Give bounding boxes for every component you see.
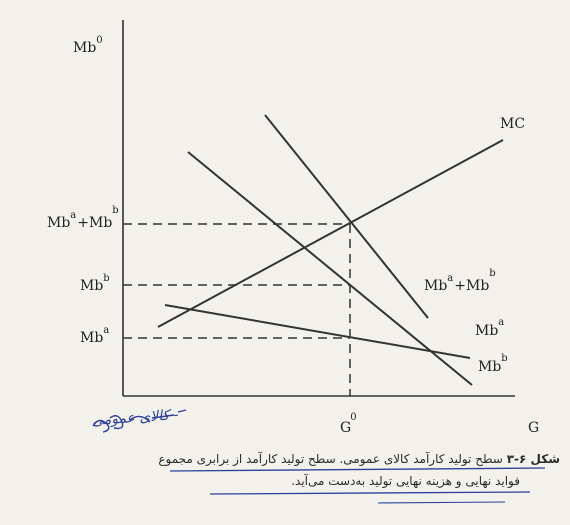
figure-number: شکل ۶-۳: [506, 452, 560, 466]
mb-sum-label: Mba+Mbb: [424, 268, 496, 294]
mb-sum-curve: [264, 114, 429, 319]
x-axis-label: G: [528, 420, 539, 436]
mb-a-label: Mba: [475, 317, 504, 339]
y-label-mb-a: Mba: [80, 325, 109, 346]
pen-underline-3: [377, 501, 506, 504]
mb-b-curve: [187, 151, 473, 386]
pen-underline-1: [169, 467, 546, 472]
pen-scribble: [92, 409, 187, 433]
mb-b-label: Mbb: [478, 353, 508, 375]
mc-label: MC: [500, 116, 525, 132]
y-axis-label: Mb0: [73, 35, 103, 56]
y-label-mb-b: Mbb: [80, 273, 110, 294]
pen-underline-2: [209, 491, 531, 495]
caption-line-1: سطح تولید کارآمد کالای عمومی. سطح تولید …: [158, 452, 503, 466]
caption-line-2: فواید نهایی و هزینه نهایی تولید به‌دست م…: [291, 474, 520, 488]
mc-curve: [157, 139, 504, 328]
y-label-sum: Mba+Mbb: [47, 205, 119, 231]
x-label-g-star: G0: [340, 412, 357, 436]
figure-caption: شکل ۶-۳ سطح تولید کارآمد کالای عمومی. سط…: [150, 448, 560, 492]
mb-a-curve: [164, 304, 471, 359]
